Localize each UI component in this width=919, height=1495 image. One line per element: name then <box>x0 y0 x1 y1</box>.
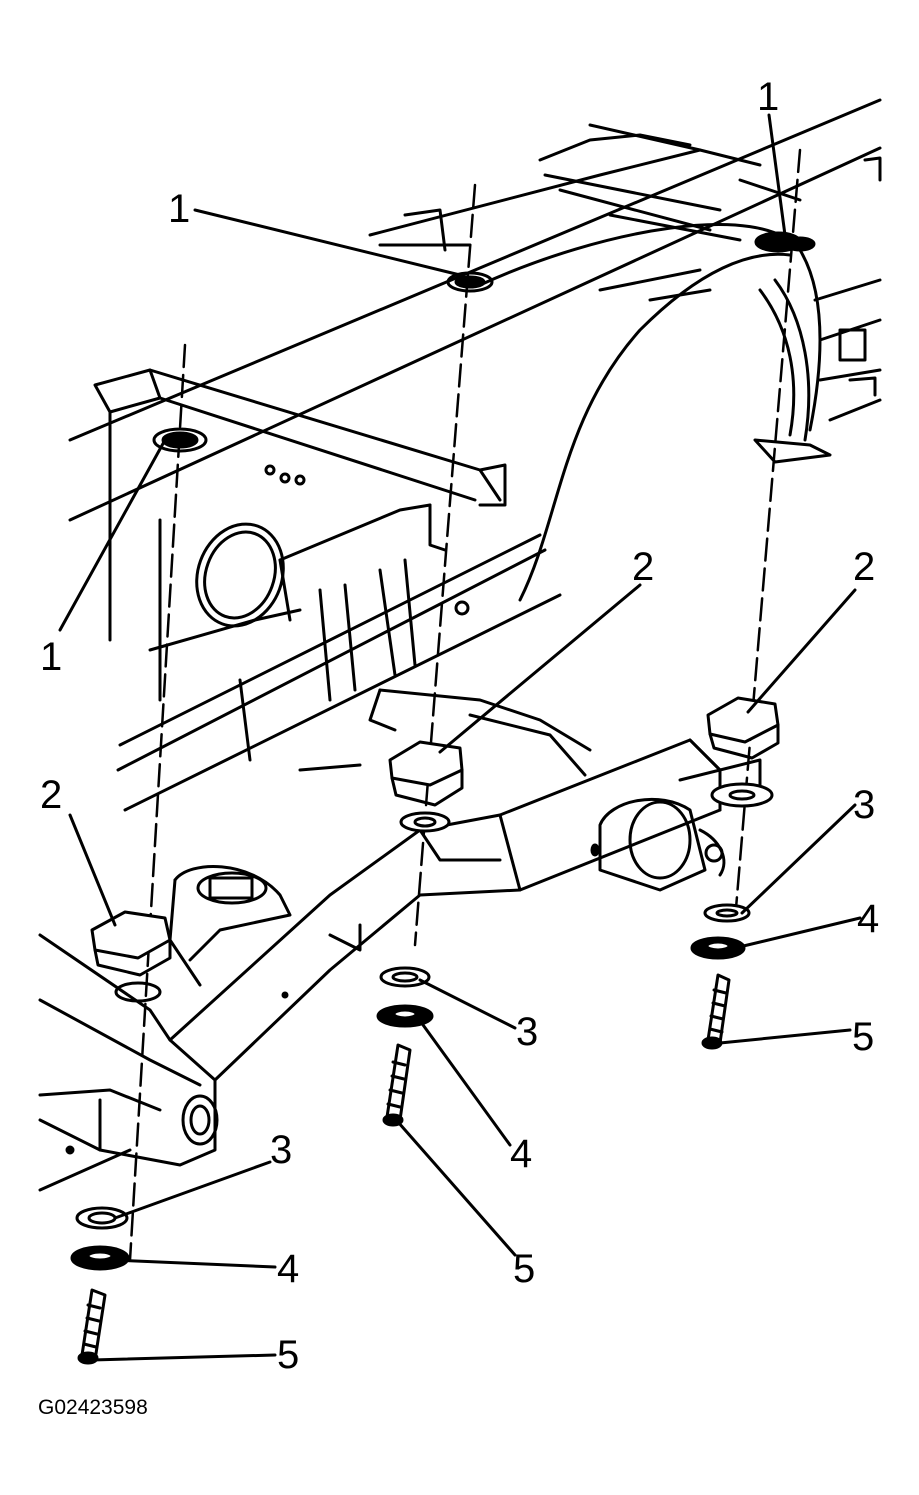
callout-4-middle: 4 <box>510 1132 532 1176</box>
callout-5-middle: 5 <box>513 1247 535 1291</box>
callout-2-rear: 2 <box>853 545 875 589</box>
callout-5-rear: 5 <box>852 1015 874 1059</box>
callout-1-top-middle: 1 <box>168 187 190 231</box>
callout-4-rear: 4 <box>857 897 879 941</box>
callout-2-front: 2 <box>40 773 62 817</box>
vehicle-body-floor-pan <box>68 98 882 812</box>
upper-mount-pads <box>152 271 494 453</box>
callout-labels: 1 1 1 2 2 2 3 3 3 4 4 4 5 5 5 G02423598 <box>38 75 879 1419</box>
leader-lines <box>58 113 862 1362</box>
vehicle-frame <box>38 688 762 1192</box>
figure-id: G02423598 <box>38 1396 148 1419</box>
rear-mount-hardware <box>690 696 780 1050</box>
callout-3-front: 3 <box>270 1128 292 1172</box>
callout-4-front: 4 <box>277 1247 299 1291</box>
callout-1-top-rear: 1 <box>757 75 779 119</box>
callout-5-front: 5 <box>277 1333 299 1377</box>
middle-mount-hardware <box>376 740 464 1127</box>
callout-3-middle: 3 <box>516 1010 538 1054</box>
callout-3-rear: 3 <box>853 783 875 827</box>
assembly-axes <box>128 148 802 1262</box>
callout-1-front: 1 <box>40 635 62 679</box>
front-mount-hardware <box>70 910 172 1365</box>
callout-2-middle: 2 <box>632 545 654 589</box>
